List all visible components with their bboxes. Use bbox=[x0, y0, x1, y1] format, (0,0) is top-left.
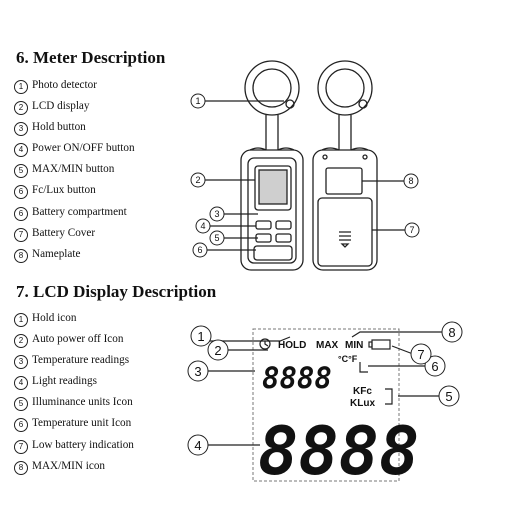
item-label: Temperature readings bbox=[32, 354, 130, 367]
max-icon: MAX bbox=[316, 340, 339, 351]
item-label: Hold icon bbox=[32, 312, 77, 324]
list-item: 1 Photo detector bbox=[14, 75, 135, 96]
kfc-unit: KFc bbox=[353, 386, 372, 397]
callout-number: 6 bbox=[197, 245, 202, 255]
callout-number: 2 bbox=[214, 343, 221, 358]
meter-diagram: 1 2 3 4 5 6 7 8 bbox=[190, 60, 420, 271]
item-number: 8 bbox=[14, 460, 28, 475]
item-number: 6 bbox=[14, 185, 28, 200]
callout-number: 8 bbox=[448, 325, 455, 340]
lcd-frame bbox=[252, 328, 400, 482]
list-item: 7 Low battery indication bbox=[14, 435, 134, 456]
item-number: 2 bbox=[14, 101, 28, 116]
item-label: MAX/MIN icon bbox=[32, 459, 106, 472]
battery-cover bbox=[317, 197, 373, 267]
item-number: 3 bbox=[14, 122, 28, 137]
item-label: Nameplate bbox=[32, 247, 81, 260]
photo-detector-lens bbox=[252, 68, 292, 108]
list-item: 4 Light readings bbox=[14, 371, 134, 392]
callout-number: 7 bbox=[409, 225, 414, 235]
callout-number: 6 bbox=[431, 359, 438, 374]
list-item: 8 MAX/MIN icon bbox=[14, 456, 134, 477]
item-number: 4 bbox=[14, 143, 28, 158]
item-label: Low battery indication bbox=[32, 438, 134, 451]
item-label: Light readings bbox=[32, 375, 97, 388]
lcd-display-panel bbox=[254, 165, 292, 211]
item-number: 3 bbox=[14, 355, 28, 370]
auto-power-off-icon bbox=[259, 338, 271, 350]
item-number: 1 bbox=[14, 80, 28, 94]
list-item: 2 Auto power off Icon bbox=[14, 329, 134, 350]
item-label: Photo detector bbox=[32, 79, 97, 91]
list-item: 4 Power ON/OFF button bbox=[14, 138, 135, 159]
photo-detector-front bbox=[244, 60, 300, 116]
photo-detector-back bbox=[317, 60, 373, 116]
item-number: 8 bbox=[14, 248, 28, 263]
item-label: Hold button bbox=[32, 121, 86, 134]
temperature-reading: 8888 bbox=[262, 361, 332, 395]
meter-parts-list: 1 Photo detector 2 LCD display 3 Hold butto… bbox=[14, 75, 135, 265]
list-item: 5 MAX/MIN button bbox=[14, 159, 135, 180]
callout-number: 1 bbox=[195, 96, 200, 106]
low-battery-icon bbox=[371, 339, 391, 350]
callout-number: 1 bbox=[197, 329, 204, 344]
item-number: 4 bbox=[14, 376, 28, 391]
item-number: 5 bbox=[14, 164, 28, 179]
callout-number: 3 bbox=[194, 364, 201, 379]
callout-number: 4 bbox=[194, 438, 201, 453]
item-label: Battery Cover bbox=[32, 226, 96, 239]
item-number: 7 bbox=[14, 439, 28, 454]
list-item: 8 Nameplate bbox=[14, 244, 135, 265]
list-item: 6 Temperature unit Icon bbox=[14, 413, 134, 434]
item-number: 2 bbox=[14, 334, 28, 349]
item-label: MAX/MIN button bbox=[32, 163, 115, 176]
klux-unit: KLux bbox=[350, 398, 375, 409]
section6-title: 6. Meter Description bbox=[16, 48, 166, 67]
light-reading: 8888 bbox=[258, 412, 419, 490]
list-item: 1 Hold icon bbox=[14, 308, 134, 329]
callout-number: 5 bbox=[445, 389, 452, 404]
callout-number: 2 bbox=[195, 175, 200, 185]
callout-number: 7 bbox=[417, 347, 424, 362]
hold-icon: HOLD bbox=[278, 340, 306, 351]
list-item: 5 Illuminance units Icon bbox=[14, 392, 134, 413]
item-number: 7 bbox=[14, 227, 28, 242]
item-label: Temperature unit Icon bbox=[32, 417, 132, 430]
nameplate bbox=[325, 167, 363, 195]
list-item: 7 Battery Cover bbox=[14, 223, 135, 244]
callout-number: 3 bbox=[214, 209, 219, 219]
meter-body-front bbox=[240, 149, 304, 271]
section7-title: 7. LCD Display Description bbox=[16, 282, 217, 301]
callout-number: 4 bbox=[200, 221, 205, 231]
min-icon: MIN bbox=[345, 340, 363, 351]
item-number: 6 bbox=[14, 206, 28, 221]
item-number: 6 bbox=[14, 418, 28, 433]
list-item: 3 Hold button bbox=[14, 117, 135, 138]
lcd-diagram: HOLD MAX MIN °C°F KFc KLux 8888 8888 1 2… bbox=[187, 321, 463, 490]
item-label: LCD display bbox=[32, 100, 90, 113]
meter-body-back bbox=[312, 149, 378, 271]
item-label: Power ON/OFF button bbox=[32, 142, 135, 155]
list-item: 6 Fc/Lux button bbox=[14, 180, 135, 201]
item-label: Battery compartment bbox=[32, 205, 127, 218]
item-label: Illuminance units Icon bbox=[32, 396, 133, 409]
item-number: 1 bbox=[14, 313, 28, 327]
callout-number: 8 bbox=[408, 176, 413, 186]
item-number: 5 bbox=[14, 397, 28, 412]
callout-number: 5 bbox=[214, 233, 219, 243]
list-item: 6 Battery compartment bbox=[14, 202, 135, 223]
list-item: 2 LCD display bbox=[14, 96, 135, 117]
temperature-unit-icon: °C°F bbox=[338, 354, 358, 364]
list-item: 3 Temperature readings bbox=[14, 350, 134, 371]
item-label: Fc/Lux button bbox=[32, 184, 96, 197]
item-label: Auto power off Icon bbox=[32, 333, 124, 346]
